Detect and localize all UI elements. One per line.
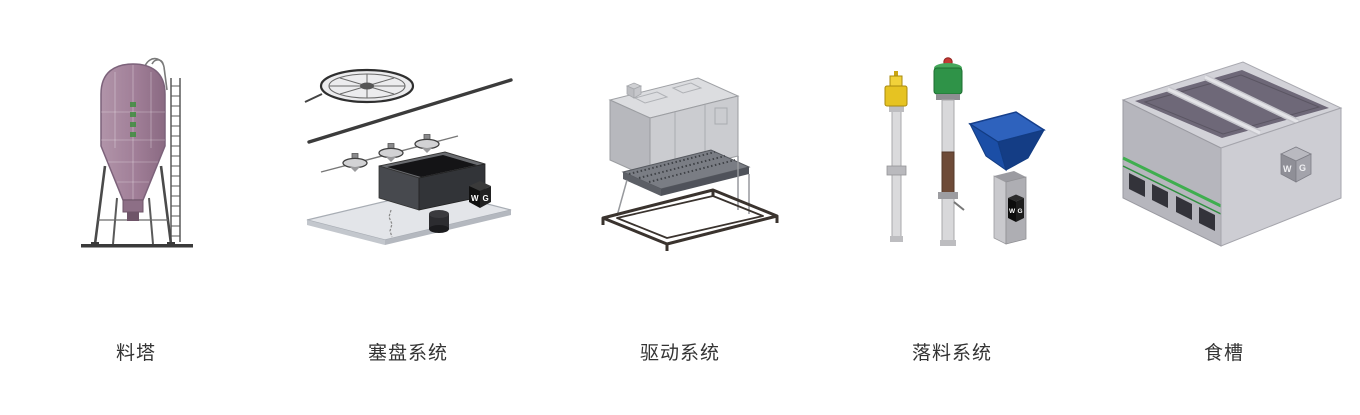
feed-trough-illustration: W G bbox=[1121, 61, 1343, 247]
plug-disc-illustration: W G bbox=[304, 68, 513, 245]
silo-legs bbox=[81, 165, 193, 248]
silo-marking bbox=[130, 102, 136, 137]
wg-logo-letter-g: G bbox=[483, 194, 489, 203]
product-item-drive-system: 驱动系统 bbox=[544, 0, 816, 415]
plug-disc-chain bbox=[320, 134, 459, 173]
blue-hopper bbox=[968, 111, 1046, 172]
wg-logo-letter-w: W bbox=[471, 194, 479, 203]
feed-trough-figure: W G bbox=[1099, 0, 1349, 310]
hopper-box bbox=[378, 151, 486, 211]
drop-feed-illustration: W G bbox=[884, 57, 1046, 246]
product-label-plug-disc-system: 塞盘系统 bbox=[367, 343, 448, 364]
silo-top-pipe bbox=[144, 57, 168, 91]
level-sensor bbox=[884, 71, 908, 107]
trough-right-face: W G bbox=[1220, 107, 1342, 247]
trough-front-face bbox=[1122, 99, 1222, 247]
silo-ladder bbox=[170, 78, 181, 242]
drive-rod bbox=[307, 78, 513, 144]
wg-logo-icon: W G bbox=[1280, 146, 1312, 183]
plug-disc-figure: W G bbox=[293, 0, 523, 310]
outlet-cylinder bbox=[429, 210, 449, 233]
perforated-panel bbox=[621, 149, 751, 196]
drive-system-figure bbox=[565, 0, 795, 310]
product-label-drive-system: 驱动系统 bbox=[639, 343, 720, 364]
product-label-feed-silo: 料塔 bbox=[115, 343, 156, 364]
feed-silo-figure bbox=[51, 0, 221, 310]
motor-drop-tube bbox=[933, 57, 965, 246]
wg-logo-letter-w: W bbox=[1009, 208, 1016, 215]
trough-dividers bbox=[1166, 74, 1300, 136]
product-item-drop-feed-system: W G 落料系统 bbox=[816, 0, 1088, 415]
product-label-feed-trough: 食槽 bbox=[1203, 343, 1244, 364]
product-item-feed-silo: 料塔 bbox=[0, 0, 272, 415]
plug-pan-disc bbox=[304, 68, 415, 104]
wg-logo-icon bbox=[625, 82, 643, 99]
product-item-feed-trough: W G 食槽 bbox=[1088, 0, 1360, 415]
square-drop-tube: W G bbox=[993, 171, 1027, 245]
feeding-slots bbox=[1129, 173, 1215, 231]
wg-logo-icon: W G bbox=[469, 181, 491, 208]
base-frame bbox=[601, 188, 779, 251]
hanging-chain bbox=[388, 209, 393, 238]
drop-feed-figure: W G bbox=[852, 0, 1052, 310]
wg-logo-letter-w: W bbox=[1283, 164, 1292, 174]
product-item-plug-disc-system: W G 塞盘系统 bbox=[272, 0, 544, 415]
sensor-drop-tube bbox=[884, 71, 908, 242]
product-label-drop-feed-system: 落料系统 bbox=[911, 343, 992, 364]
wg-logo-letter-g: G bbox=[1299, 163, 1306, 173]
feed-silo-illustration bbox=[81, 57, 193, 248]
wg-logo-icon: W G bbox=[1008, 194, 1024, 222]
silo-body bbox=[100, 63, 166, 221]
wg-logo-letter-g: G bbox=[1018, 208, 1023, 215]
drive-system-illustration bbox=[601, 77, 779, 251]
